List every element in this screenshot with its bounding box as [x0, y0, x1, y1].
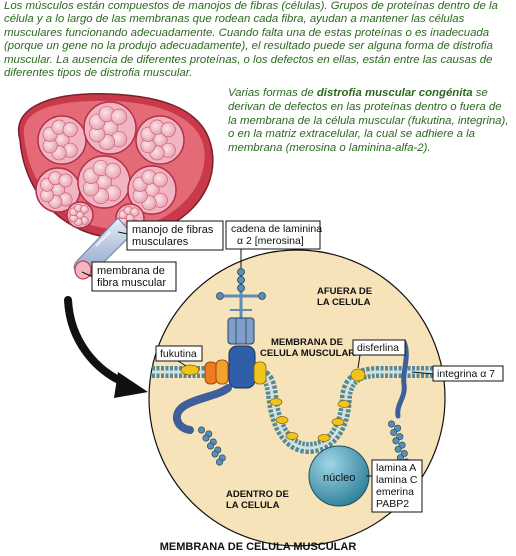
muscle-fiber — [80, 205, 89, 214]
laminin-label-2: α 2 [merosina] — [237, 235, 304, 247]
outside-label-1: AFUERA DE — [317, 286, 372, 297]
fiber-bundles — [35, 101, 185, 233]
fiber-membrane-callout: membrana de fibra muscular — [81, 261, 177, 292]
muscle-cross-section — [17, 93, 214, 239]
nuclear-proteins-callout: lamina A lamina C emerina PABP2 — [366, 459, 423, 513]
laminin-callout: cadena de laminina α 2 [merosina] — [225, 220, 322, 268]
protein-complex — [180, 345, 267, 389]
muscle-fiber — [104, 162, 122, 179]
side-text-before: Varias formas de — [228, 87, 317, 99]
nuclear-protein-4: PABP2 — [376, 498, 409, 510]
outside-label-2: LA CELULA — [317, 297, 371, 308]
actin-bead — [216, 458, 224, 466]
intro-paragraph: Los músculos están compuestos de manojos… — [4, 0, 498, 80]
fiber-membrane-label-2: fibra muscular — [97, 277, 166, 289]
inside-label-1: ADENTRO DE — [226, 489, 289, 500]
fiber-bundle-callout: manojo de fibras musculares — [117, 220, 224, 251]
integrin-label: integrina α 7 — [437, 368, 495, 380]
fukutin-label: fukutina — [160, 348, 197, 360]
actin-bead — [198, 426, 206, 434]
actin-bead — [390, 428, 398, 436]
dysferlin-proteins — [269, 368, 366, 442]
figure-caption: MEMBRANA DE CELULA MUSCULAR — [159, 541, 357, 553]
nuclear-protein-1: lamina A — [376, 462, 416, 474]
cell-membrane-label-2: CELULA MUSCULAR — [260, 348, 355, 359]
nuclear-protein-3: emerina — [376, 486, 414, 498]
muscle-fiber — [110, 108, 128, 125]
actin-bead-chains — [198, 420, 410, 466]
muscle-fiber — [152, 172, 168, 188]
side-text-after: se derivan de defectos en las proteínas … — [228, 87, 509, 155]
side-paragraph: Varias formas de distrofia muscular cong… — [228, 87, 512, 156]
actin-bead — [207, 442, 215, 450]
inside-label-2: LA CELULA — [226, 500, 280, 511]
fiber-bundle-label-2: musculares — [132, 236, 189, 248]
dystrophin-hook — [172, 384, 232, 434]
fukutin-callout: fukutina — [155, 345, 203, 367]
dysferlin-callout: disferlina — [352, 339, 406, 369]
integrin-callout: integrina α 7 — [411, 365, 504, 382]
laminin-structure — [216, 268, 266, 345]
membrane-zoom-circle — [148, 249, 446, 547]
integrin-ribbon — [395, 339, 409, 419]
actin-bead — [211, 450, 219, 458]
dysferlin-label: disferlina — [357, 342, 399, 354]
nuclear-protein-2: lamina C — [376, 474, 418, 486]
actin-bead — [392, 437, 400, 445]
fiber-membrane-label-1: membrana de — [97, 265, 165, 277]
muscle-fiber — [58, 173, 73, 188]
cell-membrane-label-1: MEMBRANA DE — [271, 337, 343, 348]
actin-bead — [387, 420, 395, 428]
actin-bead — [394, 445, 402, 453]
laminin-label-1: cadena de laminina — [231, 223, 322, 235]
muscle-fiber — [130, 207, 140, 217]
muscle-fiber — [62, 122, 78, 138]
muscle-fiber — [160, 122, 176, 138]
actin-bead — [202, 434, 210, 442]
fiber-bundle-label-1: manojo de fibras — [132, 224, 214, 236]
pointer-arrow — [64, 296, 148, 398]
side-text-bold: distrofia muscular congénita — [316, 87, 473, 99]
nucleus-label: núcleo — [323, 472, 355, 484]
